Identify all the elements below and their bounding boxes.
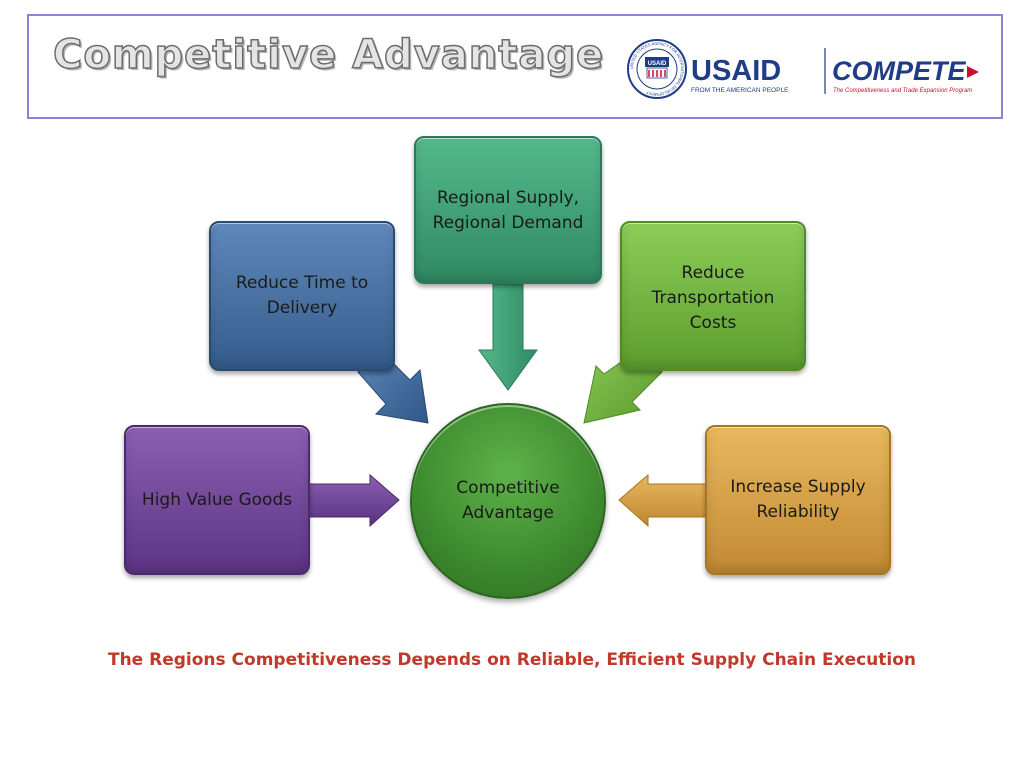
usaid-wordmark: USAID: [691, 55, 781, 87]
node-label: Reduce Transportation Costs: [651, 263, 775, 333]
usaid-compete-logo: USAID UNITED STATES AGENCY FOR INTERNATI…: [627, 39, 979, 99]
usaid-seal: USAID UNITED STATES AGENCY FOR INTERNATI…: [627, 39, 687, 99]
node-regional-supply-demand: Regional Supply, Regional Demand: [414, 136, 602, 284]
compete-arrow-icon: [967, 66, 979, 78]
node-label: Regional Supply, Regional Demand: [432, 188, 584, 233]
node-reduce-transportation-costs: Reduce Transportation Costs: [620, 221, 806, 371]
slide-tagline: The Regions Competitiveness Depends on R…: [107, 650, 917, 670]
compete-wordmark: COMPETE: [832, 56, 967, 86]
svg-text:USAID: USAID: [648, 61, 667, 67]
arrow-increase-reliability: [618, 473, 710, 528]
center-competitive-advantage: Competitive Advantage: [410, 403, 606, 599]
node-label: High Value Goods: [141, 489, 293, 510]
node-label: Increase Supply Reliability: [730, 477, 866, 522]
node-reduce-time-to-delivery: Reduce Time to Delivery: [209, 221, 395, 371]
center-label: Competitive Advantage: [456, 478, 560, 523]
node-increase-supply-reliability: Increase Supply Reliability: [705, 425, 891, 575]
compete-tagline: The Competitiveness and Trade Expansion …: [833, 88, 972, 94]
node-high-value-goods: High Value Goods: [124, 425, 310, 575]
arrow-regional-supply: [478, 283, 538, 391]
header-banner: Competitive Advantage USAID UNITED STATE…: [27, 14, 1003, 119]
arrow-high-value-goods: [305, 473, 400, 528]
node-label: Reduce Time to Delivery: [235, 273, 369, 318]
usaid-tagline: FROM THE AMERICAN PEOPLE: [691, 87, 789, 94]
slide-title: Competitive Advantage: [52, 31, 605, 79]
